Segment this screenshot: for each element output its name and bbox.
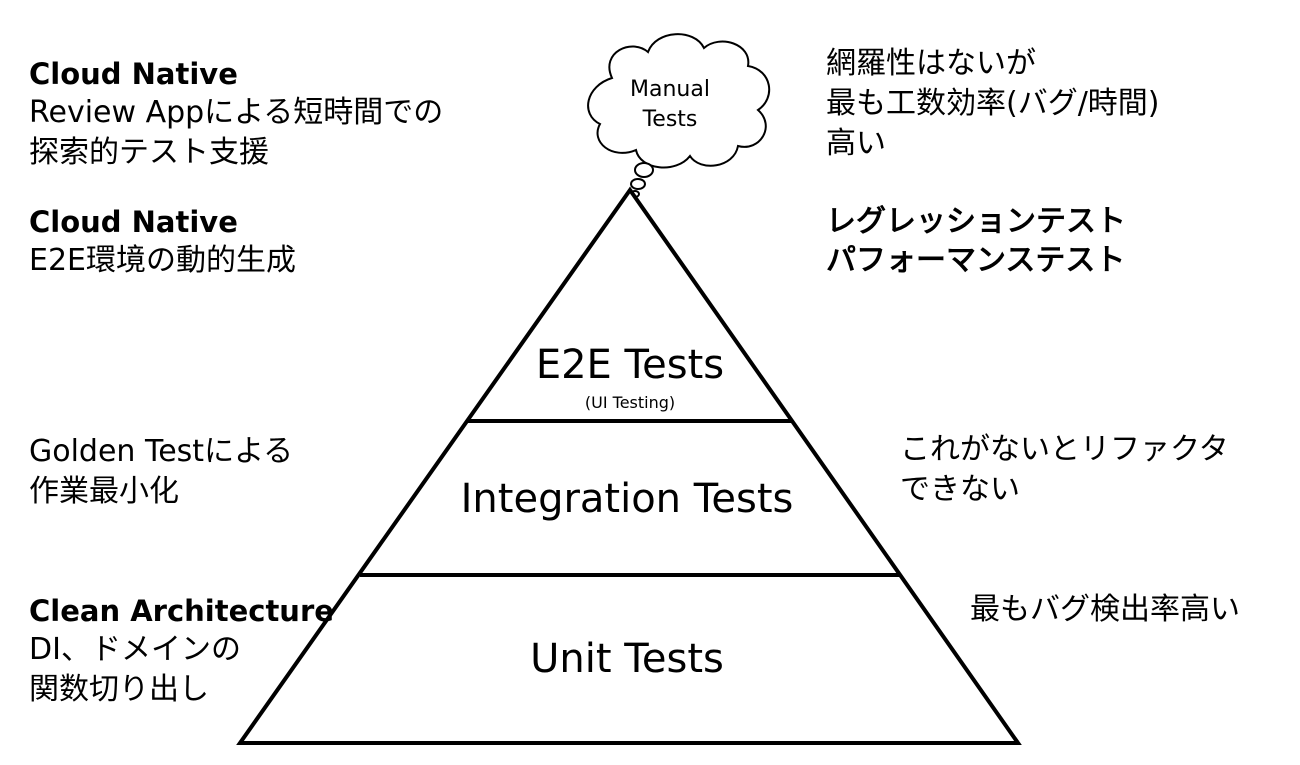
unit-tests-label: Unit Tests	[530, 636, 724, 682]
left-note-e2e-title: Cloud Native	[29, 205, 238, 239]
cloud-label-line-2: Tests	[642, 107, 698, 132]
right-note-e2e-line: パフォーマンステスト	[826, 243, 1126, 278]
left-note-manual: Cloud Native Review Appによる短時間での 探索的テスト支援	[29, 55, 443, 173]
cloud-label-line-1: Manual	[630, 77, 710, 102]
right-note-integration: これがないとリファクタ できない	[900, 430, 1229, 510]
left-note-unit: Clean Architecture DI、ドメインの 関数切り出し	[29, 592, 334, 710]
right-note-unit-line: 最もバグ検出率高い	[970, 592, 1240, 627]
right-note-manual-line: 網羅性はないが	[826, 46, 1036, 81]
left-note-integration-line: Golden Testによる	[29, 434, 294, 469]
left-note-unit-line: 関数切り出し	[29, 672, 209, 707]
left-note-unit-title: Clean Architecture	[29, 594, 334, 628]
right-note-manual-line: 最も工数効率(バグ/時間)	[826, 86, 1160, 121]
thought-cloud: Manual Tests	[587, 33, 771, 198]
right-note-unit: 最もバグ検出率高い	[970, 590, 1240, 630]
integration-tests-label: Integration Tests	[461, 476, 794, 522]
left-note-manual-line: 探索的テスト支援	[29, 135, 269, 170]
left-note-e2e-line: E2E環境の動的生成	[29, 243, 296, 278]
left-note-e2e: Cloud Native E2E環境の動的生成	[29, 203, 296, 281]
right-note-integration-line: できない	[900, 472, 1020, 507]
e2e-tests-sublabel: (UI Testing)	[585, 393, 675, 412]
left-note-manual-line: Review Appによる短時間での	[29, 95, 444, 130]
right-note-manual: 網羅性はないが 最も工数効率(バグ/時間) 高い	[826, 44, 1160, 164]
left-note-integration: Golden Testによる 作業最小化	[29, 432, 293, 512]
left-note-integration-line: 作業最小化	[29, 474, 179, 509]
right-note-e2e-line: レグレッションテスト	[826, 204, 1126, 239]
left-note-unit-line: DI、ドメインの	[29, 632, 241, 667]
right-note-e2e: レグレッションテスト パフォーマンステスト	[826, 202, 1126, 280]
right-note-integration-line: これがないとリファクタ	[900, 432, 1229, 467]
right-note-manual-line: 高い	[826, 126, 886, 161]
left-note-manual-title: Cloud Native	[29, 57, 238, 91]
e2e-tests-label: E2E Tests	[536, 342, 724, 388]
pyramid-outline	[236, 186, 1022, 745]
